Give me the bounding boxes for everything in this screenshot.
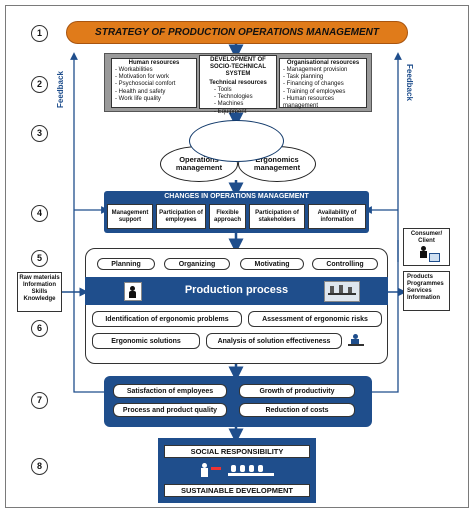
list-item: Tools — [214, 87, 274, 94]
people-illustration-icon — [198, 461, 276, 481]
input-item: Raw materials — [19, 275, 60, 281]
output-item: Services — [407, 288, 432, 294]
strategy-banner: STRATEGY OF PRODUCTION OPERATIONS MANAGE… — [66, 21, 408, 44]
list-item: Training of employees — [283, 89, 363, 96]
result-item: Satisfaction of employees — [113, 384, 227, 398]
list-item: Technologies — [214, 94, 274, 101]
consumer-label: Consumer/ Client — [410, 231, 443, 244]
change-item: Participation of employees — [156, 204, 206, 229]
list-item: Financing of changes — [283, 81, 363, 88]
step-number: 3 — [31, 125, 48, 142]
ergonomics-management-label: Ergonomics management — [253, 155, 301, 172]
input-item: Knowledge — [23, 296, 56, 302]
list-item: Psychosocial comfort — [115, 81, 193, 88]
ergonomics-implementation-label: ERGONOMICS IMPLEMENTATION IN OPERATIONS … — [203, 126, 270, 156]
list-item: Workabilities — [115, 67, 193, 74]
technical-resources-title: Technical resources — [209, 80, 267, 86]
function-organizing: Organizing — [164, 258, 230, 270]
function-controlling: Controlling — [312, 258, 378, 270]
list-item: Human resources management — [283, 96, 363, 110]
feedback-label-right: Feedback — [405, 64, 414, 101]
step-number: 6 — [31, 320, 48, 337]
function-motivating: Motivating — [240, 258, 304, 270]
output-item: Programmes — [407, 281, 444, 287]
change-item: Participation of stakeholders — [249, 204, 305, 229]
desk-worker-icon — [348, 334, 364, 348]
organisational-resources-box: Organisational resources Management prov… — [279, 58, 367, 110]
changes-title: CHANGES IN OPERATIONS MANAGEMENT — [164, 193, 309, 200]
result-item: Reduction of costs — [239, 403, 355, 417]
strategy-title: STRATEGY OF PRODUCTION OPERATIONS MANAGE… — [95, 27, 379, 38]
function-planning: Planning — [97, 258, 155, 270]
change-item: Availability of information — [308, 204, 366, 229]
inputs-box: Raw materials Information Skills Knowled… — [17, 272, 62, 312]
list-item: Motivation for work — [115, 74, 193, 81]
list-item: Task planning — [283, 74, 363, 81]
human-resources-title: Human resources — [128, 60, 180, 66]
ergonomics-implementation-ellipse: ERGONOMICS IMPLEMENTATION IN OPERATIONS … — [189, 120, 284, 162]
ergonomic-step-identification: Identification of ergonomic problems — [92, 311, 242, 327]
ergonomic-step-analysis: Analysis of solution effectiveness — [206, 333, 342, 349]
result-item: Growth of productivity — [239, 384, 355, 398]
change-item: Management support — [107, 204, 153, 229]
consumer-box: Consumer/ Client — [403, 228, 450, 266]
ergonomic-step-solutions: Ergonomic solutions — [92, 333, 200, 349]
worker-icon — [124, 282, 142, 301]
feedback-label-left: Feedback — [56, 71, 65, 108]
step-number: 8 — [31, 458, 48, 475]
output-item: Products — [407, 274, 434, 280]
operations-management-label: Operations management — [175, 155, 223, 172]
input-item: Skills — [31, 289, 48, 295]
outputs-box: Products Programmes Services Information — [403, 271, 450, 311]
input-item: Information — [23, 282, 56, 288]
human-resources-box: Human resources Workabilities Motivation… — [111, 58, 197, 108]
organisational-resources-title: Organisational resources — [286, 60, 360, 66]
output-item: Information — [407, 295, 440, 301]
step-number: 5 — [31, 250, 48, 267]
production-process-label: Production process — [184, 284, 289, 296]
production-line-icon — [324, 281, 360, 302]
result-item: Process and product quality — [113, 403, 227, 417]
list-item: Work life quality — [115, 96, 193, 103]
step-number: 7 — [31, 392, 48, 409]
sustainable-development-label: SUSTAINABLE DEVELOPMENT — [164, 484, 310, 497]
change-item: Flexible approach — [209, 204, 246, 229]
list-item: Equipment — [214, 109, 274, 116]
list-item: Health and safety — [115, 89, 193, 96]
list-item: Management provision — [283, 67, 363, 74]
social-responsibility-label: SOCIAL RESPONSIBILITY — [164, 445, 310, 458]
step-number: 2 — [31, 76, 48, 93]
ergonomic-step-assessment: Assessment of ergonomic risks — [248, 311, 382, 327]
socio-technical-title: DEVELOPMENT OF SOCIO-TECHNICAL SYSTEM — [210, 57, 266, 77]
technical-system-box: DEVELOPMENT OF SOCIO-TECHNICAL SYSTEM Te… — [199, 55, 277, 115]
step-number: 1 — [31, 25, 48, 42]
step-number: 4 — [31, 205, 48, 222]
list-item: Machines — [214, 101, 274, 108]
